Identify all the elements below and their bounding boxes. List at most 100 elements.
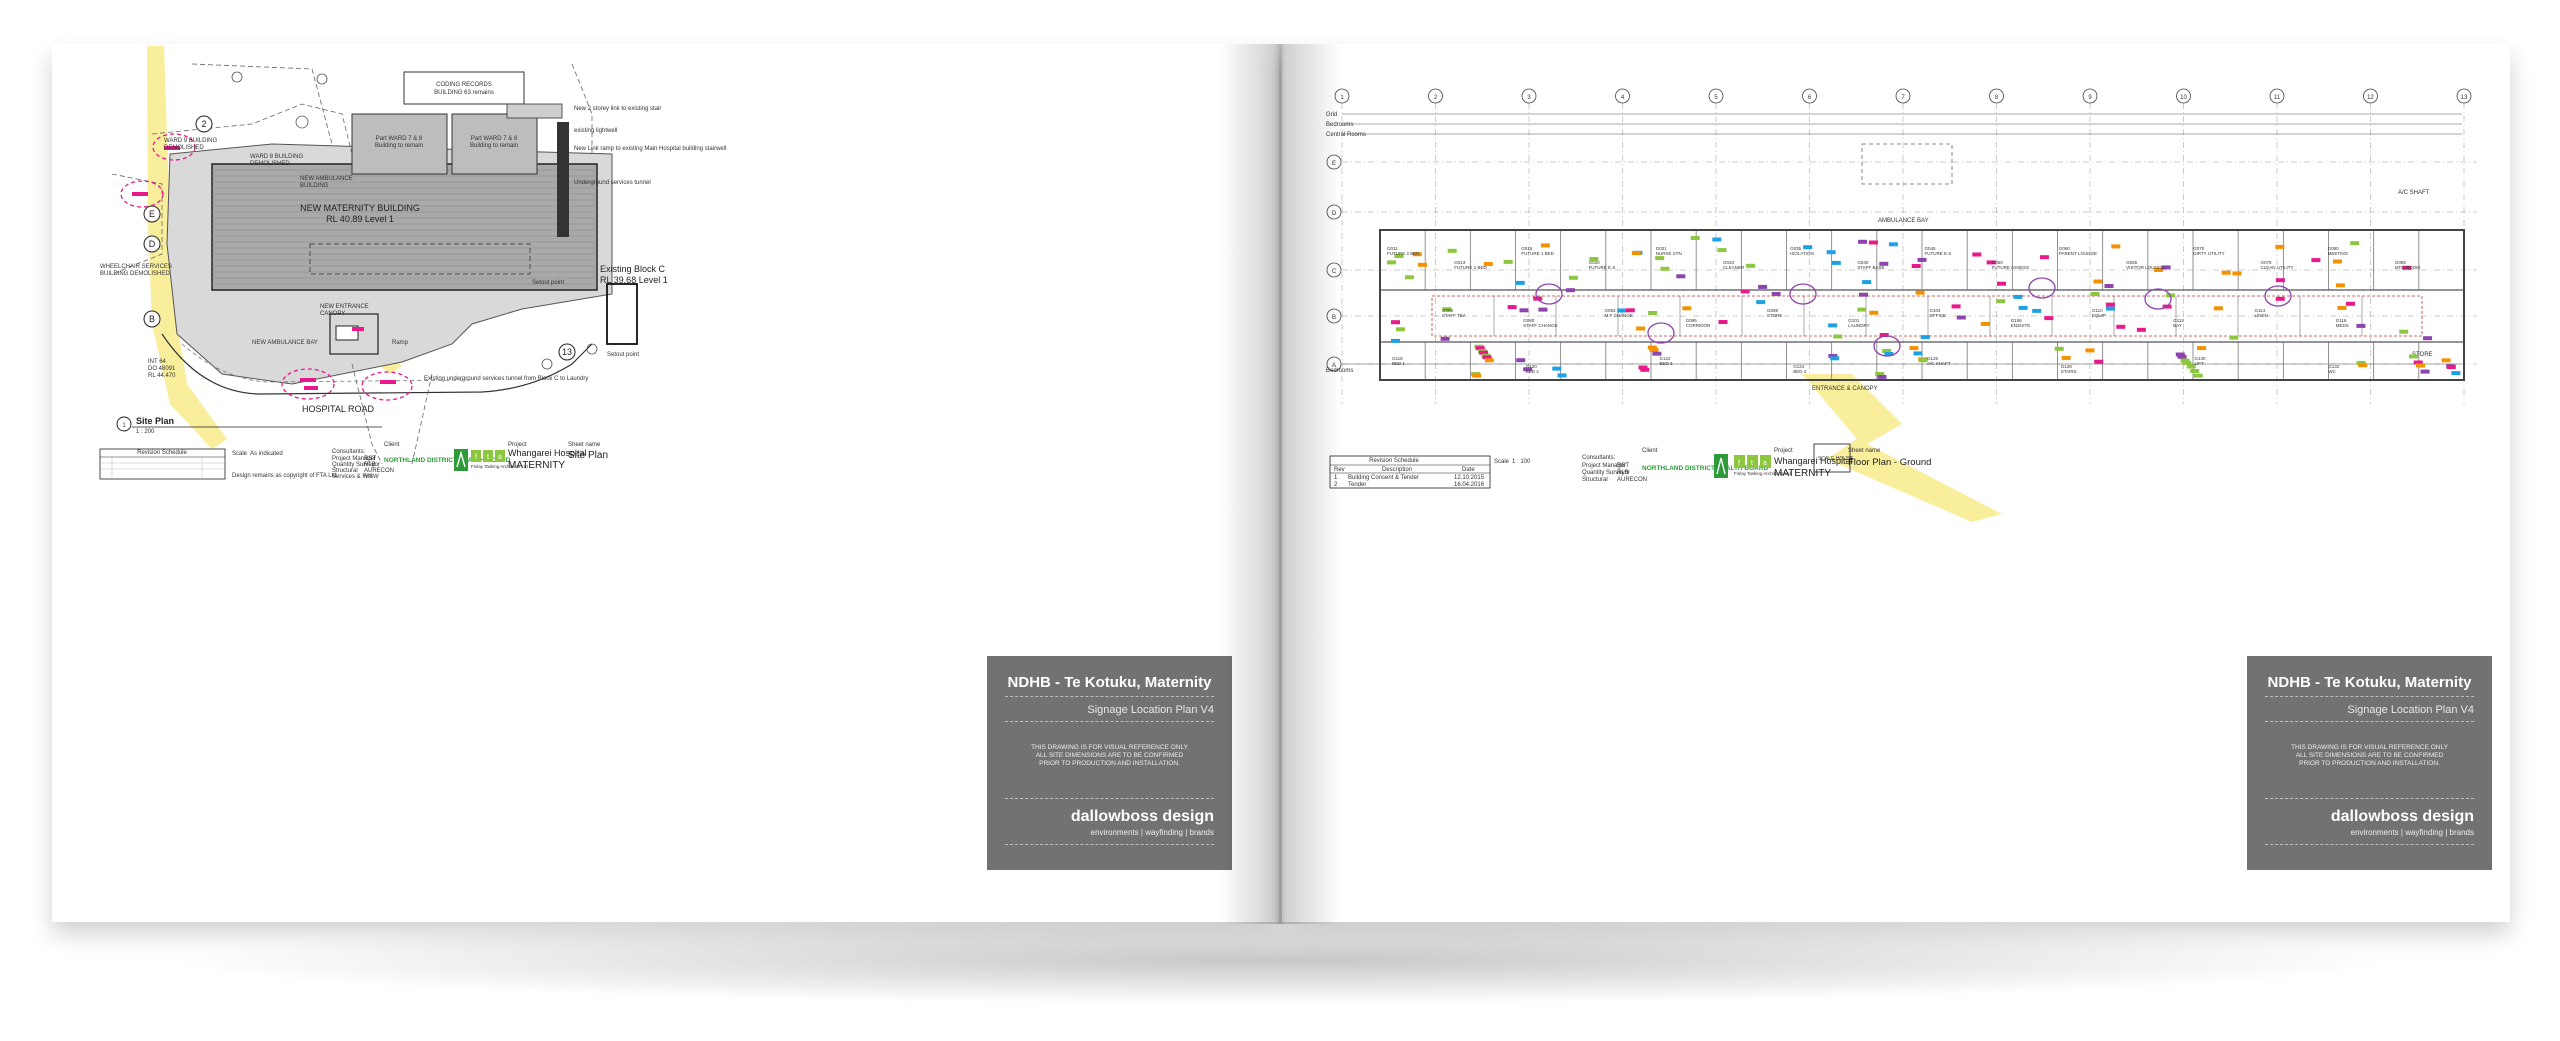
sign-marker	[1690, 236, 1700, 240]
room-name: VISITOR LOUNGE	[2126, 265, 2164, 270]
grid-row-bubble: C	[1326, 262, 2477, 278]
svg-text:Project Manager: Project Manager	[1582, 463, 1626, 469]
fta-logo-f	[1734, 455, 1745, 468]
sign-marker	[2346, 301, 2355, 306]
sign-callout-circle	[1535, 283, 1563, 305]
svg-text:Central Rooms: Central Rooms	[1326, 132, 1366, 138]
svg-text:1: 1	[1340, 95, 1344, 101]
svg-text:Underground services tunnel: Underground services tunnel	[574, 180, 651, 186]
svg-text:A/C SHAFT: A/C SHAFT	[2398, 190, 2430, 196]
site-plan-drawing: 2 E D B 13 NEW MATERNITY BUILDING RL 40.…	[99, 46, 726, 480]
sign-marker	[2186, 364, 2196, 369]
sign-marker	[2013, 294, 2023, 299]
svg-text:Finlay Tasking Architects Ltd: Finlay Tasking Architects Ltd	[471, 464, 528, 469]
ambulance-bay-outline	[1861, 143, 1953, 185]
room-name: ISOLATION	[1790, 251, 1814, 256]
sign-marker	[2409, 354, 2418, 359]
sign-marker	[1830, 356, 1840, 361]
svg-text:Scale: Scale	[1494, 459, 1510, 465]
room-code: G045	[1925, 246, 1937, 251]
room-grid	[1424, 230, 2423, 380]
svg-text:RLB: RLB	[364, 462, 376, 468]
room-code: G070	[2193, 246, 2205, 251]
sign-marker	[1652, 351, 1662, 356]
svg-text:Date: Date	[1462, 467, 1475, 473]
svg-text:Project Manager: Project Manager	[332, 456, 376, 462]
sign-marker	[1869, 310, 1879, 315]
svg-text:Scale: Scale	[232, 451, 248, 457]
sign-marker	[1484, 358, 1494, 363]
svg-text:existing lightwell: existing lightwell	[574, 128, 617, 134]
sign-marker	[1875, 371, 1885, 376]
sign-marker	[2333, 259, 2342, 264]
svg-text:Whangarei Hospital: Whangarei Hospital	[508, 448, 587, 458]
sign-marker	[2337, 305, 2347, 310]
room-code: G114	[2255, 308, 2266, 313]
sign-callout-road-left	[281, 368, 335, 400]
svg-text:NEW ENTRANCE: NEW ENTRANCE	[320, 304, 369, 310]
room-name: FUTURE 2 BED	[1387, 251, 1420, 256]
link-stair	[557, 122, 569, 237]
room-name: PARENT LOUNGE	[2059, 251, 2097, 256]
sign-marker	[1391, 338, 1400, 343]
svg-text:BUILDING 63 remains: BUILDING 63 remains	[434, 90, 494, 96]
svg-text:Setout point: Setout point	[607, 352, 639, 358]
sign-marker	[2105, 302, 2115, 307]
svg-text:4: 4	[1621, 95, 1625, 101]
sign-marker	[1858, 239, 1868, 244]
svg-text:Structural: Structural	[332, 468, 358, 474]
left-page: 2 E D B 13 NEW MATERNITY BUILDING RL 40.…	[52, 44, 1279, 922]
sign-marker	[1857, 307, 1867, 312]
entrance-canopy	[329, 313, 379, 355]
room-code: G080	[2328, 246, 2340, 251]
scale-house	[1813, 443, 1851, 473]
sign-marker	[1915, 290, 1925, 295]
svg-text:8: 8	[1995, 95, 1999, 101]
room-name: WC	[2328, 369, 2336, 374]
svg-text:7: 7	[1901, 95, 1905, 101]
sign-marker	[1515, 280, 1525, 285]
svg-text:WARD 9 BUILDING: WARD 9 BUILDING	[164, 138, 217, 144]
grid-column-bubble: 5	[1708, 88, 1724, 404]
svg-text:f: f	[475, 454, 477, 461]
svg-text:MATERNITY: MATERNITY	[1774, 468, 1831, 479]
svg-text:Setout point: Setout point	[532, 280, 564, 286]
svg-text:1 : 100: 1 : 100	[1512, 459, 1531, 465]
sign-marker	[1625, 308, 1635, 313]
svg-text:t: t	[487, 454, 489, 461]
sign-marker	[2402, 265, 2412, 270]
svg-text:2: 2	[1434, 95, 1438, 101]
svg-text:RL 44.470: RL 44.470	[148, 373, 176, 379]
sign-marker	[1997, 281, 2006, 286]
room-code: G090	[1523, 318, 1535, 323]
room-code: G034	[1723, 260, 1735, 265]
sign-marker	[2232, 271, 2242, 276]
sign-marker	[1826, 250, 1836, 255]
room-name: M.F CHANGE	[1605, 313, 1633, 318]
grid-column-bubble: 11	[2269, 88, 2285, 404]
sign-marker	[2358, 363, 2368, 368]
sign-marker	[1519, 308, 1529, 313]
hospital-road-label: HOSPITAL ROAD	[302, 404, 375, 414]
sign-marker	[2197, 346, 2207, 351]
svg-text:As indicated: As indicated	[250, 451, 283, 457]
grid-column-bubble: 8	[1989, 88, 2004, 404]
sign-marker	[2193, 373, 2203, 378]
sign-marker	[1568, 275, 1578, 280]
sign-marker	[2335, 283, 2345, 288]
grid-column-bubble: 1	[1334, 88, 1350, 404]
sign-marker	[2175, 352, 2185, 357]
sign-callout-wheelchair	[120, 180, 164, 208]
sign-marker	[1638, 365, 1648, 370]
sign-marker	[1917, 257, 1927, 262]
svg-text:Tender: Tender	[1348, 482, 1366, 488]
sign-marker	[2085, 348, 2095, 353]
room-name: A/C SHAFT	[1927, 361, 1951, 366]
svg-text:Consultants:: Consultants:	[332, 449, 366, 455]
sign-callout-circle	[1647, 322, 1675, 344]
sign-marker	[1862, 280, 1872, 285]
room-code: G011	[1387, 246, 1398, 251]
sign-marker	[1756, 300, 1766, 305]
